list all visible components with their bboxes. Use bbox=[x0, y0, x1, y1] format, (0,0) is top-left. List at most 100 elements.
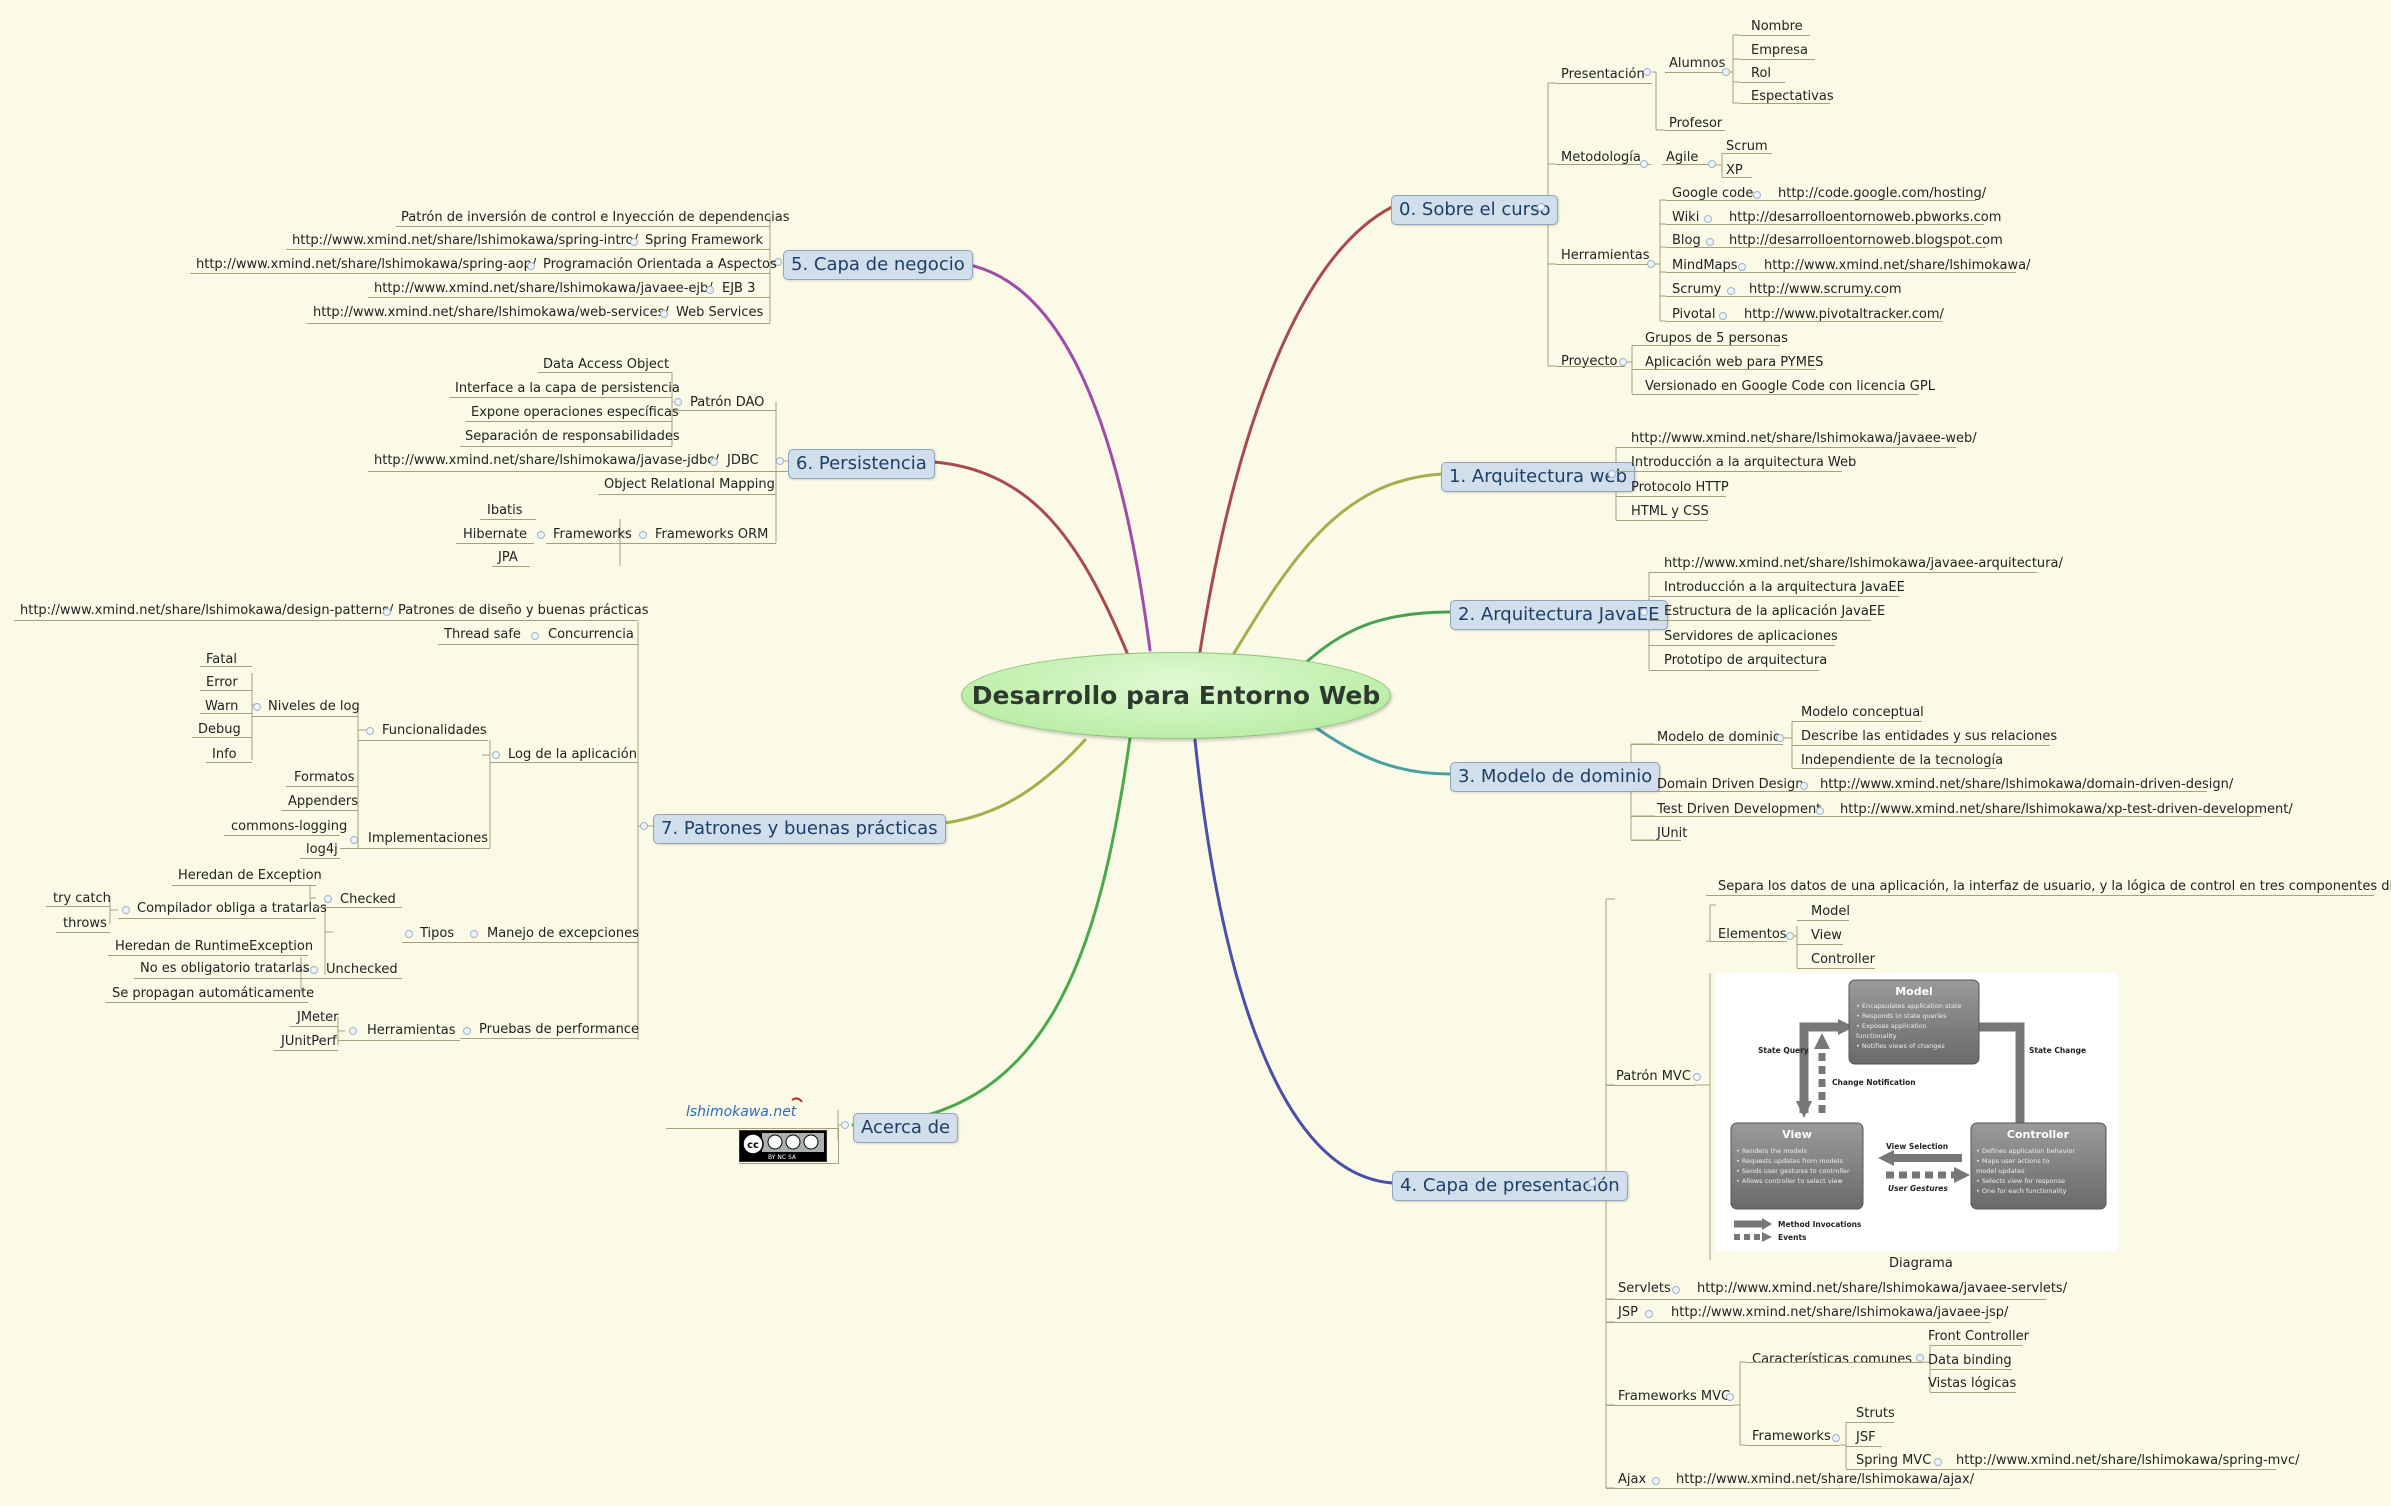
link-web-services[interactable]: http://www.xmind.net/share/lshimokawa/we… bbox=[313, 305, 669, 320]
node-elementos[interactable]: Elementos bbox=[1718, 927, 1787, 942]
node-empresa[interactable]: Empresa bbox=[1751, 43, 1808, 58]
node-jsp[interactable]: JSP bbox=[1618, 1305, 1638, 1320]
node-intro-javaee[interactable]: Introducción a la arquitectura JavaEE bbox=[1664, 580, 1905, 595]
node-patron-dao[interactable]: Patrón DAO bbox=[690, 395, 765, 410]
collapse-toggle[interactable] bbox=[1738, 263, 1746, 271]
node-debug[interactable]: Debug bbox=[198, 722, 241, 737]
collapse-toggle[interactable] bbox=[537, 531, 545, 539]
collapse-toggle[interactable] bbox=[1786, 932, 1794, 940]
node-jpa[interactable]: JPA bbox=[498, 550, 518, 565]
node-pivotal[interactable]: Pivotal bbox=[1672, 307, 1716, 322]
node-try-catch[interactable]: try catch bbox=[53, 891, 111, 906]
node-herramientas-performance[interactable]: Herramientas bbox=[367, 1023, 456, 1038]
node-frameworks-persistencia[interactable]: Frameworks bbox=[553, 527, 632, 542]
collapse-toggle[interactable] bbox=[349, 1027, 357, 1035]
node-formatos[interactable]: Formatos bbox=[294, 770, 355, 785]
node-patrones-diseno[interactable]: Patrones de diseño y buenas prácticas bbox=[398, 603, 649, 618]
node-commons-logging[interactable]: commons-logging bbox=[231, 819, 348, 834]
collapse-toggle[interactable] bbox=[1800, 782, 1808, 790]
collapse-toggle[interactable] bbox=[122, 906, 130, 914]
collapse-toggle[interactable] bbox=[776, 457, 784, 465]
node-ajax[interactable]: Ajax bbox=[1618, 1472, 1647, 1487]
node-log-aplicacion[interactable]: Log de la aplicación bbox=[508, 747, 637, 762]
link-spring-intro[interactable]: http://www.xmind.net/share/lshimokawa/sp… bbox=[292, 233, 638, 248]
node-grupos[interactable]: Grupos de 5 personas bbox=[1645, 331, 1788, 346]
node-pruebas-performance[interactable]: Pruebas de performance bbox=[479, 1022, 639, 1037]
node-log4j[interactable]: log4j bbox=[306, 842, 338, 857]
node-versionado[interactable]: Versionado en Google Code con licencia G… bbox=[1645, 379, 1935, 394]
node-caracteristicas-comunes[interactable]: Características comunes bbox=[1752, 1352, 1913, 1367]
collapse-toggle[interactable] bbox=[1645, 1310, 1653, 1318]
link-javaee-web[interactable]: http://www.xmind.net/share/lshimokawa/ja… bbox=[1631, 431, 1977, 446]
node-data-binding[interactable]: Data binding bbox=[1928, 1353, 2012, 1368]
collapse-toggle[interactable] bbox=[640, 822, 648, 830]
collapse-toggle[interactable] bbox=[1726, 1393, 1734, 1401]
link-spring-mvc[interactable]: http://www.xmind.net/share/lshimokawa/sp… bbox=[1956, 1453, 2300, 1468]
node-independiente[interactable]: Independiente de la tecnología bbox=[1801, 753, 2004, 768]
topic-capa-de-presentacion[interactable]: 4. Capa de presentación bbox=[1392, 1171, 1628, 1201]
node-frameworks-mvc[interactable]: Frameworks MVC bbox=[1618, 1389, 1731, 1404]
node-jsf[interactable]: JSF bbox=[1856, 1430, 1876, 1445]
link-wiki[interactable]: http://desarrolloentornoweb.pbworks.com bbox=[1729, 210, 2002, 225]
collapse-toggle[interactable] bbox=[1916, 1354, 1924, 1362]
node-controller[interactable]: Controller bbox=[1811, 952, 1875, 967]
node-inversion-control[interactable]: Patrón de inversión de control e Inyecci… bbox=[401, 210, 790, 225]
collapse-toggle[interactable] bbox=[1704, 215, 1712, 223]
collapse-toggle[interactable] bbox=[492, 751, 500, 759]
node-herramientas[interactable]: Herramientas bbox=[1561, 248, 1650, 263]
topic-acerca-de[interactable]: Acerca de bbox=[853, 1113, 959, 1143]
collapse-toggle[interactable] bbox=[1652, 1477, 1660, 1485]
collapse-toggle[interactable] bbox=[1672, 1286, 1680, 1294]
node-profesor[interactable]: Profesor bbox=[1669, 116, 1723, 131]
collapse-toggle[interactable] bbox=[841, 1121, 849, 1129]
central-topic[interactable]: Desarrollo para Entorno Web bbox=[961, 652, 1391, 739]
collapse-toggle[interactable] bbox=[1753, 191, 1761, 199]
link-jsp[interactable]: http://www.xmind.net/share/lshimokawa/ja… bbox=[1671, 1305, 2009, 1320]
collapse-toggle[interactable] bbox=[1608, 470, 1616, 478]
collapse-toggle[interactable] bbox=[1727, 287, 1735, 295]
node-scrumy[interactable]: Scrumy bbox=[1672, 282, 1722, 297]
collapse-toggle[interactable] bbox=[1643, 68, 1651, 76]
collapse-toggle[interactable] bbox=[1816, 807, 1824, 815]
node-fatal[interactable]: Fatal bbox=[206, 652, 237, 667]
collapse-toggle[interactable] bbox=[630, 238, 638, 246]
node-frameworks[interactable]: Frameworks bbox=[1752, 1429, 1831, 1444]
node-ibatis[interactable]: Ibatis bbox=[487, 503, 523, 518]
node-model[interactable]: Model bbox=[1811, 904, 1851, 919]
node-jmeter[interactable]: JMeter bbox=[297, 1010, 339, 1025]
creative-commons-badge[interactable]: cc BY NC SA bbox=[739, 1130, 827, 1162]
node-servlets[interactable]: Servlets bbox=[1618, 1281, 1671, 1296]
node-programacion-aspectos[interactable]: Programación Orientada a Aspectos bbox=[543, 257, 777, 272]
node-heredan-runtime[interactable]: Heredan de RuntimeException bbox=[115, 939, 314, 954]
node-nombre[interactable]: Nombre bbox=[1751, 19, 1803, 34]
collapse-toggle[interactable] bbox=[1722, 68, 1730, 76]
node-data-access-object[interactable]: Data Access Object bbox=[543, 357, 670, 372]
link-javase-jdbc[interactable]: http://www.xmind.net/share/lshimokawa/ja… bbox=[374, 453, 719, 468]
node-protocolo-http[interactable]: Protocolo HTTP bbox=[1631, 480, 1729, 495]
node-ddd[interactable]: Domain Driven Design bbox=[1657, 777, 1804, 792]
node-implementaciones[interactable]: Implementaciones bbox=[368, 831, 489, 846]
link-servlets[interactable]: http://www.xmind.net/share/lshimokawa/ja… bbox=[1697, 1281, 2068, 1296]
node-expone-operaciones[interactable]: Expone operaciones específicas bbox=[471, 405, 679, 420]
collapse-toggle[interactable] bbox=[470, 930, 478, 938]
node-vistas-logicas[interactable]: Vistas lógicas bbox=[1928, 1376, 2017, 1391]
node-spring-framework[interactable]: Spring Framework bbox=[645, 233, 764, 248]
node-alumnos[interactable]: Alumnos bbox=[1669, 56, 1726, 71]
link-scrumy[interactable]: http://www.scrumy.com bbox=[1749, 282, 1902, 297]
node-spring-mvc[interactable]: Spring MVC bbox=[1856, 1453, 1932, 1468]
collapse-toggle[interactable] bbox=[639, 531, 647, 539]
collapse-toggle[interactable] bbox=[1537, 203, 1545, 211]
node-checked[interactable]: Checked bbox=[340, 892, 396, 907]
collapse-toggle[interactable] bbox=[253, 703, 261, 711]
link-mindmaps[interactable]: http://www.xmind.net/share/lshimokawa/ bbox=[1764, 258, 2031, 273]
node-separa[interactable]: Separa los datos de una aplicación, la i… bbox=[1718, 879, 2391, 894]
node-patron-mvc[interactable]: Patrón MVC bbox=[1616, 1069, 1691, 1084]
node-warn[interactable]: Warn bbox=[205, 699, 239, 714]
link-design-patterns[interactable]: http://www.xmind.net/share/lshimokawa/de… bbox=[20, 603, 394, 618]
node-niveles-log[interactable]: Niveles de log bbox=[268, 699, 360, 714]
link-pivotal[interactable]: http://www.pivotaltracker.com/ bbox=[1744, 307, 1944, 322]
node-funcionalidades[interactable]: Funcionalidades bbox=[382, 723, 487, 738]
node-appenders[interactable]: Appenders bbox=[288, 794, 359, 809]
topic-arquitectura-javaee[interactable]: 2. Arquitectura JavaEE bbox=[1450, 600, 1668, 630]
collapse-toggle[interactable] bbox=[1588, 1179, 1596, 1187]
